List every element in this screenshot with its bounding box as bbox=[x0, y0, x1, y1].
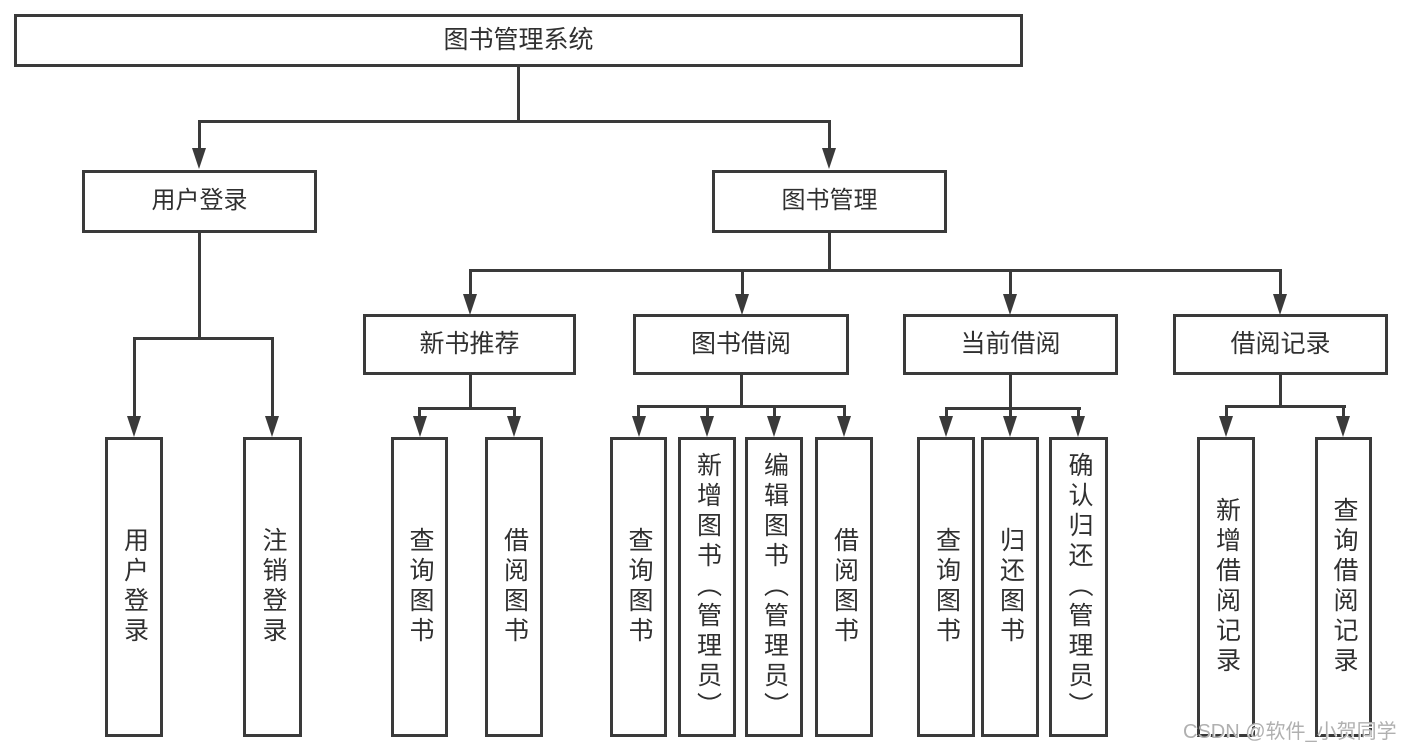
leaf-label: 查询图书 bbox=[406, 527, 434, 647]
node-current-borrowing: 当前借阅 bbox=[903, 314, 1118, 375]
node-label: 当前借阅 bbox=[960, 329, 1061, 358]
leaf-records-query-record: 查询借阅记录 bbox=[1315, 437, 1372, 737]
connector-arrow bbox=[939, 407, 954, 437]
connector-line bbox=[944, 407, 1081, 410]
connector-arrow bbox=[1219, 405, 1234, 437]
leaf-current-return-books: 归还图书 bbox=[981, 437, 1039, 737]
connector-line bbox=[827, 233, 831, 272]
connector-arrow bbox=[767, 405, 782, 437]
leaf-current-confirm-return-admin: 确认归还（管理员） bbox=[1049, 437, 1108, 737]
node-new-book-recommendation: 新书推荐 bbox=[363, 314, 576, 375]
leaf-label: 借阅图书 bbox=[830, 527, 859, 647]
connector-arrow bbox=[1003, 407, 1018, 437]
node-label: 新书推荐 bbox=[419, 329, 520, 358]
connector-arrow bbox=[1003, 269, 1018, 315]
connector-line bbox=[1224, 405, 1346, 408]
connector-arrow bbox=[631, 405, 646, 437]
node-book-borrowing: 图书借阅 bbox=[633, 314, 849, 375]
connector-arrow bbox=[507, 407, 522, 437]
leaf-label: 新增借阅记录 bbox=[1212, 497, 1241, 677]
leaf-label: 查询借阅记录 bbox=[1330, 497, 1358, 677]
connector-line bbox=[468, 269, 1282, 272]
connector-line bbox=[418, 407, 516, 410]
leaf-label: 新增图书（管理员） bbox=[693, 452, 722, 722]
node-label: 图书借阅 bbox=[690, 329, 791, 358]
connector-arrow bbox=[463, 269, 478, 315]
connector-arrow bbox=[127, 337, 142, 437]
connector-arrow bbox=[1336, 405, 1351, 437]
connector-arrow bbox=[412, 407, 427, 437]
connector-line bbox=[1278, 375, 1282, 408]
leaf-borrow-edit-books-admin: 编辑图书（管理员） bbox=[745, 437, 803, 737]
leaf-label: 确认归还（管理员） bbox=[1065, 452, 1093, 722]
leaf-user-login: 用户登录 bbox=[105, 437, 163, 737]
leaf-label: 查询图书 bbox=[625, 527, 653, 647]
leaf-records-add-record: 新增借阅记录 bbox=[1197, 437, 1255, 737]
connector-arrow bbox=[735, 269, 750, 315]
leaf-borrow-query-books: 查询图书 bbox=[610, 437, 667, 737]
leaf-current-query-books: 查询图书 bbox=[917, 437, 975, 737]
connector-line bbox=[739, 375, 743, 408]
leaf-label: 查询图书 bbox=[932, 527, 961, 647]
leaf-label: 编辑图书（管理员） bbox=[760, 452, 789, 722]
node-book-management: 图书管理 bbox=[712, 170, 947, 233]
connector-line bbox=[197, 233, 201, 340]
node-label: 用户登录 bbox=[151, 187, 248, 215]
connector-arrow bbox=[1273, 269, 1288, 315]
node-label: 图书管理 bbox=[781, 187, 878, 215]
leaf-label: 归还图书 bbox=[996, 527, 1025, 647]
connector-line bbox=[516, 67, 520, 122]
leaf-borrow-borrow-books: 借阅图书 bbox=[815, 437, 873, 737]
connector-arrow bbox=[837, 405, 852, 437]
connector-arrow bbox=[1071, 407, 1086, 437]
leaf-recommend-query-books: 查询图书 bbox=[391, 437, 448, 737]
leaf-label: 注销登录 bbox=[259, 527, 287, 647]
connector-line bbox=[197, 120, 831, 123]
node-user-login: 用户登录 bbox=[82, 170, 317, 233]
connector-line bbox=[637, 405, 845, 408]
watermark: CSDN @软件_小贺同学 bbox=[1183, 721, 1397, 743]
connector-arrow bbox=[192, 120, 207, 169]
leaf-recommend-borrow-books: 借阅图书 bbox=[485, 437, 543, 737]
leaf-borrow-add-books-admin: 新增图书（管理员） bbox=[678, 437, 736, 737]
leaf-label: 借阅图书 bbox=[500, 527, 529, 647]
connector-line bbox=[132, 337, 274, 340]
node-library-management-system: 图书管理系统 bbox=[14, 14, 1023, 67]
connector-arrow bbox=[265, 337, 280, 437]
leaf-logout: 注销登录 bbox=[243, 437, 302, 737]
connector-arrow bbox=[700, 405, 715, 437]
connector-line bbox=[468, 375, 472, 410]
connector-line bbox=[1008, 375, 1012, 410]
connector-arrow bbox=[822, 120, 837, 169]
node-label: 图书管理系统 bbox=[443, 25, 594, 54]
node-borrowing-records: 借阅记录 bbox=[1173, 314, 1388, 375]
leaf-label: 用户登录 bbox=[120, 527, 149, 647]
node-label: 借阅记录 bbox=[1230, 329, 1331, 358]
